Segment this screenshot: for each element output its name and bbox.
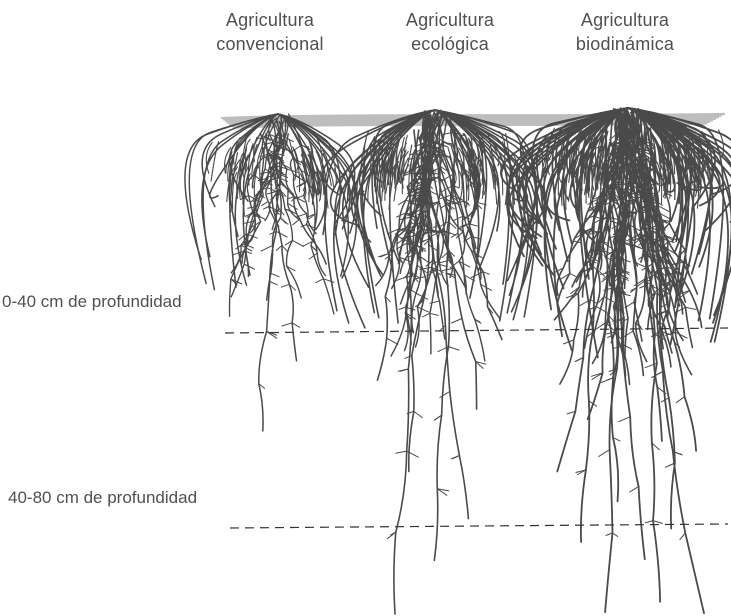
root-twig [656,372,663,376]
root-twig [601,378,613,383]
root-twig [449,347,459,351]
root-twig [653,521,662,524]
root-twig [405,355,412,358]
root-twig [293,219,300,225]
root-twig [630,487,639,493]
root-twig [440,391,450,397]
root-twig [270,282,278,285]
root-twig [686,307,697,309]
root-twig [262,201,268,205]
root-twig [293,240,304,246]
root-twig [264,207,269,210]
root-twig [680,533,685,540]
root-twig [282,323,292,326]
root-twig [398,236,403,239]
root-twig [281,218,289,224]
root-twig [451,319,462,324]
root-twig [276,245,282,250]
root-twig [658,206,669,212]
root-twig [619,417,631,422]
root-twig [261,246,273,252]
root-twig [599,450,610,457]
root-twig [423,313,430,317]
root-twig [271,273,279,276]
root-twig [292,323,300,328]
root-twig [281,284,289,287]
root-system-ecologica [323,110,545,614]
root-twig [414,411,423,417]
root-twig [396,451,407,453]
root-twig [570,273,576,276]
root-twig [451,456,459,459]
root-twig [645,521,653,523]
root-twig [430,313,439,315]
root-twig [316,279,324,283]
root-system-biodinamica [501,108,731,613]
root-twig [399,307,406,309]
root-twig [276,231,287,237]
root-twig [676,397,684,403]
root-twig [613,533,618,536]
root-twig [378,253,389,256]
root-twig [417,307,428,312]
root-twig [387,338,398,344]
root-twig [604,297,614,303]
